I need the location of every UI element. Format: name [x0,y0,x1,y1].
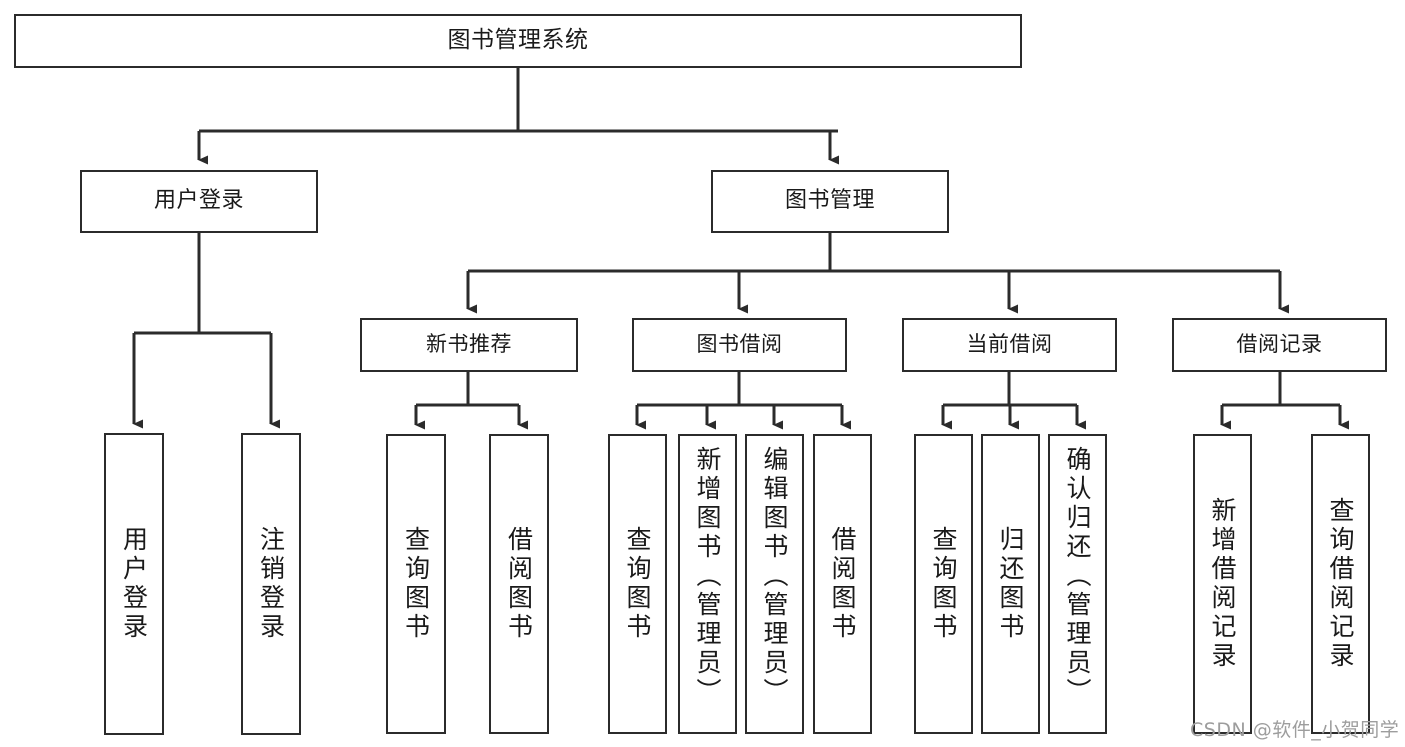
node-root-system[interactable]: 图书管理系统 [14,14,1022,68]
leaf-current-borrow-confirm[interactable]: 确认归还（管理员） [1048,434,1107,734]
leaf-book-borrow-borrow[interactable]: 借阅图书 [813,434,872,734]
node-borrow-record-label: 借阅记录 [1236,332,1323,357]
node-book-management[interactable]: 图书管理 [711,170,949,233]
node-book-borrow[interactable]: 图书借阅 [632,318,847,372]
leaf-user-login-signout-label: 注销登录 [256,526,286,642]
leaf-new-book-borrow[interactable]: 借阅图书 [489,434,549,734]
leaf-current-borrow-return-label: 归还图书 [996,526,1025,642]
leaf-user-login-signin[interactable]: 用户登录 [104,433,164,735]
node-new-book-recommend-label: 新书推荐 [426,332,512,357]
leaf-book-borrow-query[interactable]: 查询图书 [608,434,667,734]
leaf-new-book-query[interactable]: 查询图书 [386,434,446,734]
node-user-login[interactable]: 用户登录 [80,170,318,233]
node-current-borrow-label: 当前借阅 [966,332,1053,357]
node-user-login-label: 用户登录 [153,188,244,214]
leaf-current-borrow-query-label: 查询图书 [929,526,958,642]
csdn-watermark: CSDN @软件_小贺同学 [1190,719,1400,741]
leaf-new-book-query-label: 查询图书 [401,526,431,642]
leaf-current-borrow-query[interactable]: 查询图书 [914,434,973,734]
leaf-book-borrow-borrow-label: 借阅图书 [828,526,857,642]
leaf-book-borrow-add-label: 新增图书（管理员） [693,446,722,707]
leaf-new-book-borrow-label: 借阅图书 [504,526,534,642]
leaf-borrow-record-query-label: 查询借阅记录 [1326,497,1355,671]
leaf-book-borrow-add[interactable]: 新增图书（管理员） [678,434,737,734]
leaf-book-borrow-edit-label: 编辑图书（管理员） [760,446,789,707]
leaf-borrow-record-add[interactable]: 新增借阅记录 [1193,434,1252,734]
leaf-user-login-signin-label: 用户登录 [119,526,149,642]
node-borrow-record[interactable]: 借阅记录 [1172,318,1387,372]
leaf-book-borrow-query-label: 查询图书 [623,526,652,642]
leaf-current-borrow-return[interactable]: 归还图书 [981,434,1040,734]
node-book-management-label: 图书管理 [784,188,875,214]
leaf-current-borrow-confirm-label: 确认归还（管理员） [1063,446,1092,707]
leaf-borrow-record-add-label: 新增借阅记录 [1208,497,1237,671]
node-root-system-label: 图书管理系统 [447,27,589,54]
leaf-borrow-record-query[interactable]: 查询借阅记录 [1311,434,1370,734]
node-current-borrow[interactable]: 当前借阅 [902,318,1117,372]
node-book-borrow-label: 图书借阅 [696,332,783,357]
node-new-book-recommend[interactable]: 新书推荐 [360,318,578,372]
leaf-book-borrow-edit[interactable]: 编辑图书（管理员） [745,434,804,734]
leaf-user-login-signout[interactable]: 注销登录 [241,433,301,735]
